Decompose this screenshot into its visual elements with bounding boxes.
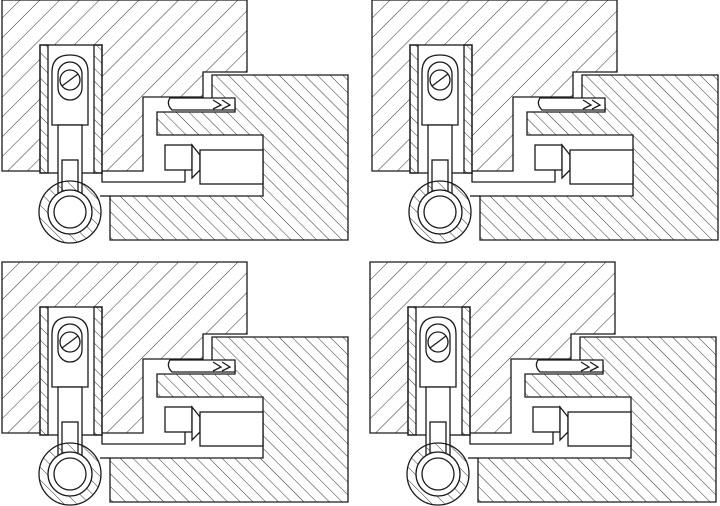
panel-top-right xyxy=(371,0,719,244)
panel-top-left xyxy=(1,0,349,244)
panel-bottom-left xyxy=(1,261,349,506)
panel-bottom-right xyxy=(369,261,717,506)
